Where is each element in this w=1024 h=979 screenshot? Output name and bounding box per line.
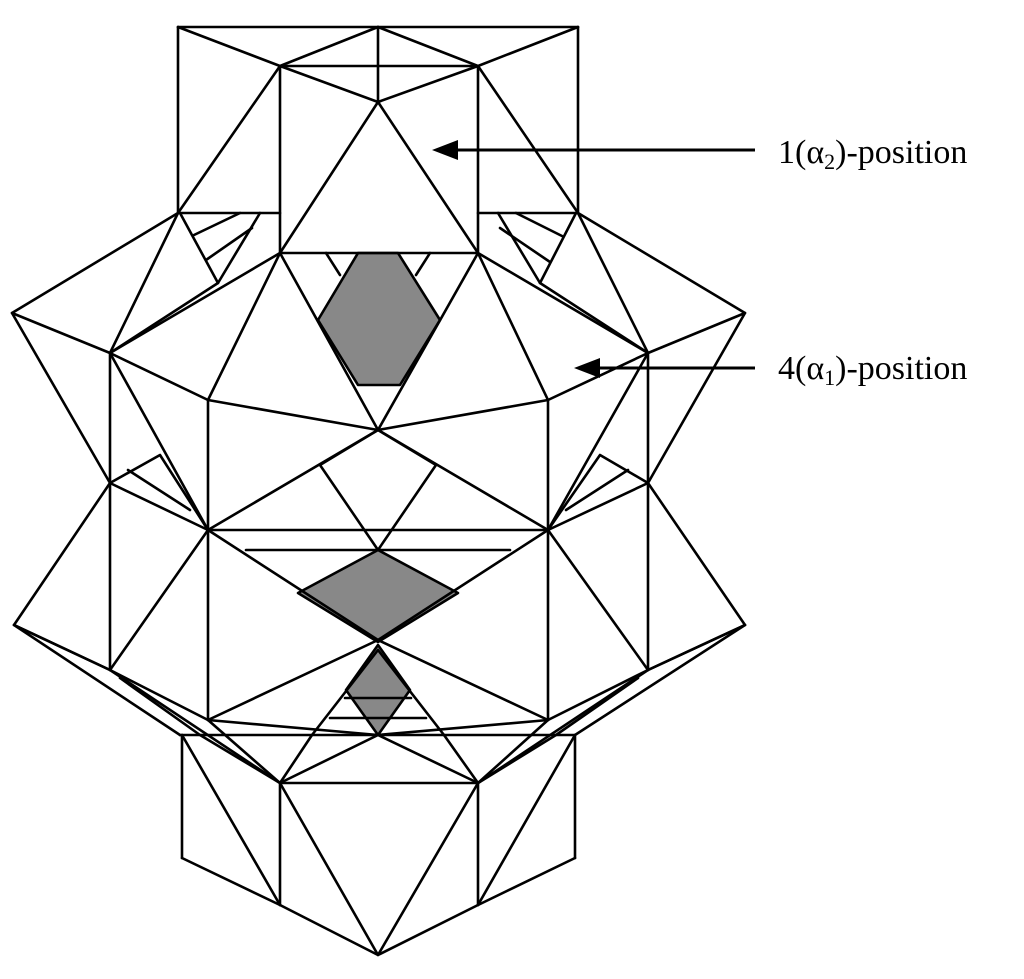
shaded-rhombus-middle	[296, 548, 460, 644]
label-alpha2-suffix: )-position	[835, 134, 968, 171]
shaded-hexagon-top	[316, 251, 442, 387]
arrow-alpha1	[574, 358, 755, 378]
label-alpha1-position: 4(α1)-position	[778, 352, 967, 389]
label-alpha2-greek: α	[806, 134, 825, 171]
arrow-alpha2	[432, 140, 755, 160]
central-octahedra	[108, 428, 650, 642]
shaded-rhombus-lower	[344, 643, 412, 737]
label-alpha1-prefix: 4(	[778, 350, 807, 387]
label-alpha1-suffix: )-position	[835, 350, 968, 387]
label-alpha1-greek: α	[806, 350, 825, 387]
bottom-cap-octahedra	[178, 733, 577, 957]
label-alpha2-subscript: 2	[824, 149, 836, 174]
label-alpha2-position: 1(α2)-position	[778, 136, 967, 173]
label-alpha2-prefix: 1(	[778, 134, 807, 171]
label-alpha1-subscript: 1	[824, 365, 836, 390]
top-cap-octahedra	[176, 25, 580, 255]
